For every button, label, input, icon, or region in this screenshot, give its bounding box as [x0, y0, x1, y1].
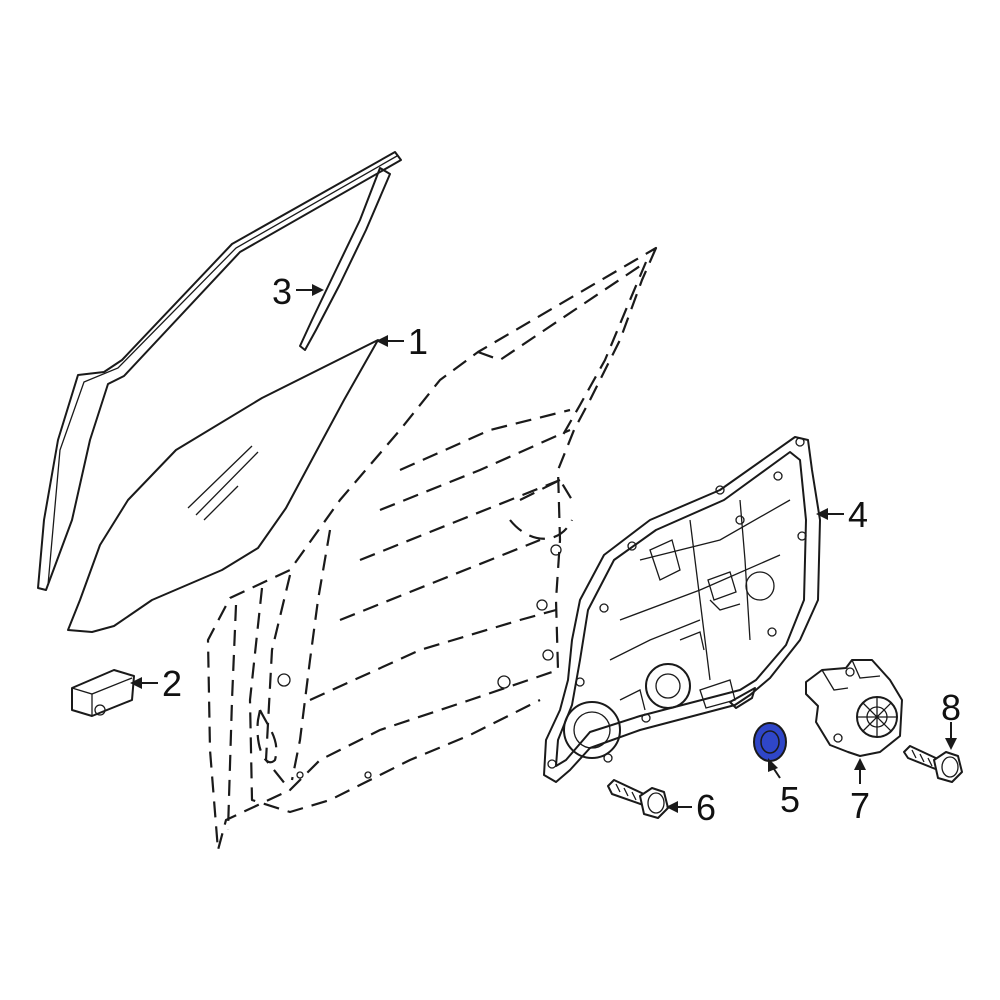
- callout-leaders: [130, 284, 957, 813]
- glass-run-channel[interactable]: [37, 151, 402, 591]
- regulator-module-panel[interactable]: [543, 436, 821, 783]
- door-glass[interactable]: [67, 339, 379, 633]
- callout-2: 2: [162, 663, 183, 704]
- callout-3: 3: [272, 271, 293, 312]
- callout-6: 6: [696, 787, 717, 828]
- bolt-8[interactable]: [903, 745, 963, 783]
- callout-5: 5: [780, 779, 801, 820]
- callout-7: 7: [850, 785, 871, 826]
- callout-8: 8: [941, 687, 962, 728]
- grommet[interactable]: [753, 722, 787, 762]
- bolt-6[interactable]: [607, 779, 669, 819]
- callout-1: 1: [408, 321, 429, 362]
- door-shell-outline: [206, 246, 658, 852]
- glass-clip[interactable]: [71, 669, 135, 717]
- regulator-motor[interactable]: [805, 659, 903, 757]
- callout-4: 4: [848, 494, 869, 535]
